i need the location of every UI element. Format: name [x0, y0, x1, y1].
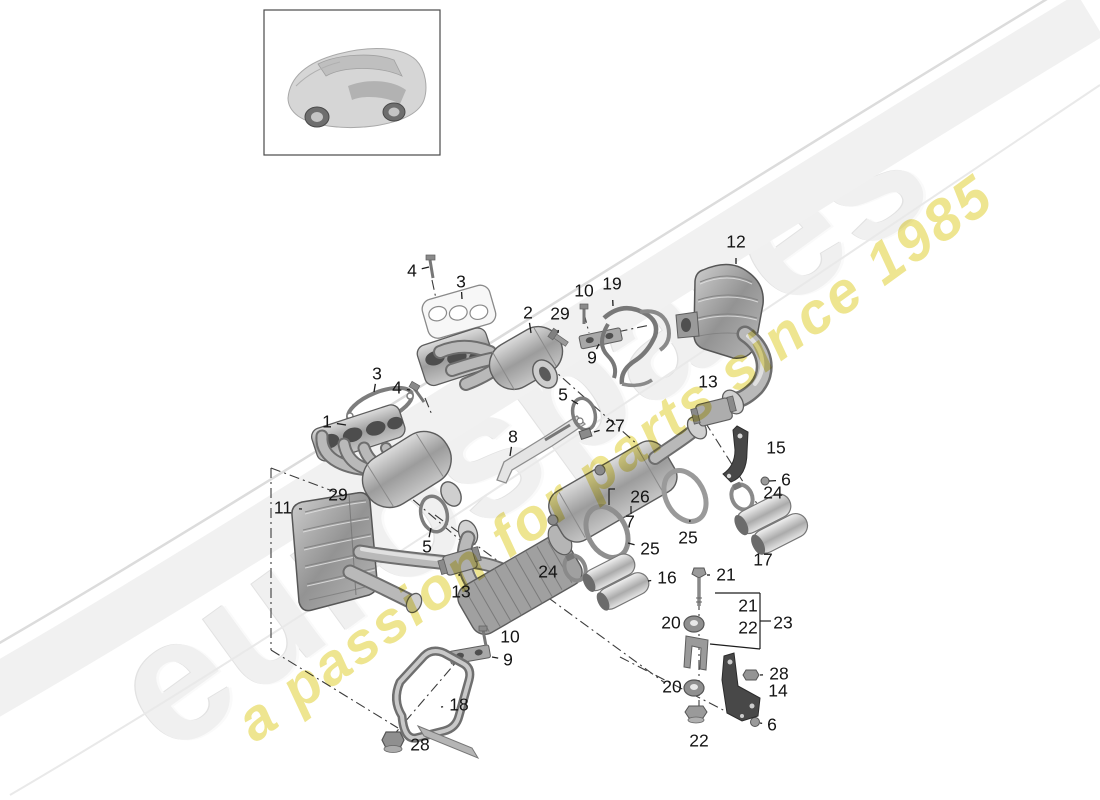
callout-17[interactable]: 17	[753, 549, 773, 570]
callout-12[interactable]: 12	[726, 231, 746, 252]
callout-4[interactable]: 4	[407, 260, 417, 281]
callout-2[interactable]: 2	[523, 302, 533, 323]
leader-lines	[298, 258, 777, 724]
callout-9[interactable]: 9	[503, 649, 513, 670]
part-manifold-cat-upper	[416, 325, 564, 391]
part-bracket-15	[722, 425, 749, 483]
callout-11[interactable]: 11	[273, 497, 293, 518]
callout-3[interactable]: 3	[456, 271, 466, 292]
part-bolt-4-upper	[425, 254, 436, 279]
part-channel-bracket	[683, 635, 709, 671]
callout-3[interactable]: 3	[372, 363, 382, 384]
part-bolt-10-upper	[579, 303, 589, 324]
leader-line-5	[428, 527, 432, 538]
part-center-silencer-assembly	[456, 416, 708, 635]
part-rubber-mount-20-lower	[683, 679, 705, 697]
part-tailpipes-16	[582, 553, 650, 611]
callout-10[interactable]: 10	[574, 280, 594, 301]
callout-group-lines	[608, 488, 771, 650]
callout-19[interactable]: 19	[602, 273, 622, 294]
part-bolt-10-lower	[478, 625, 488, 647]
callout-25[interactable]: 25	[678, 527, 698, 548]
callout-21[interactable]: 21	[716, 564, 736, 585]
callout-4[interactable]: 4	[392, 377, 402, 398]
part-gasket-plate-upper	[421, 284, 497, 339]
leader-line-27	[593, 429, 600, 433]
leader-line-25	[627, 542, 635, 546]
leader-line-8	[509, 446, 513, 457]
callout-13[interactable]: 13	[698, 371, 718, 392]
callout-29[interactable]: 29	[328, 484, 348, 505]
leader-line-16	[647, 579, 652, 582]
callout-6[interactable]: 6	[781, 469, 791, 490]
callout-9[interactable]: 9	[587, 347, 597, 368]
callout-20[interactable]: 20	[661, 612, 681, 633]
part-hanger-19	[600, 305, 671, 388]
part-bolt-21	[691, 567, 707, 606]
part-clamp-24-left	[562, 552, 588, 583]
callout-6[interactable]: 6	[767, 714, 777, 735]
leader-line-3	[373, 383, 376, 393]
leader-line-9	[491, 656, 499, 659]
part-manifold-cat-left	[310, 404, 462, 509]
callout-18[interactable]: 18	[449, 694, 469, 715]
callout-5[interactable]: 5	[422, 536, 432, 557]
car-thumbnail	[263, 9, 441, 156]
part-tailpipes-17	[734, 493, 809, 555]
leader-line-4	[421, 266, 430, 270]
part-clamp-13-right	[690, 395, 737, 427]
callout-23[interactable]: 23	[773, 612, 793, 633]
part-nut-28-right	[742, 669, 760, 681]
callout-22[interactable]: 22	[738, 617, 758, 638]
part-nut-28-left	[381, 731, 405, 753]
part-bracket-plate-8	[496, 415, 587, 484]
leader-line-9	[595, 343, 600, 350]
part-bolt-4-lower	[408, 380, 426, 403]
callout-24[interactable]: 24	[763, 482, 783, 503]
callout-14[interactable]: 14	[768, 680, 788, 701]
callout-21[interactable]: 21	[738, 595, 758, 616]
callout-15[interactable]: 15	[766, 437, 786, 458]
callout-22[interactable]: 22	[689, 730, 709, 751]
callout-5[interactable]: 5	[558, 384, 568, 405]
callout-24[interactable]: 24	[538, 561, 558, 582]
callout-13[interactable]: 13	[451, 581, 471, 602]
callout-26[interactable]: 26	[630, 486, 650, 507]
part-bolt-29-upper	[547, 327, 569, 347]
part-gasket-5-lower	[418, 494, 450, 534]
part-clamp-13-left	[437, 546, 482, 576]
callout-16[interactable]: 16	[657, 567, 677, 588]
part-rubber-mount-20-upper	[683, 615, 705, 633]
part-support-bracket-18	[392, 646, 480, 760]
callout-27[interactable]: 27	[605, 415, 625, 436]
callout-28[interactable]: 28	[410, 734, 430, 755]
callout-25[interactable]: 25	[640, 538, 660, 559]
callout-20[interactable]: 20	[662, 676, 682, 697]
part-nut-6-lower	[750, 717, 760, 727]
callout-28[interactable]: 28	[769, 663, 789, 684]
part-bracket-14	[721, 652, 761, 722]
callout-7[interactable]: 7	[625, 511, 635, 532]
part-clamp-25-right	[661, 468, 709, 524]
callout-1[interactable]: 1	[322, 411, 332, 432]
leader-line-1	[336, 422, 347, 426]
callout-29[interactable]: 29	[550, 303, 570, 324]
part-nut-22	[684, 705, 708, 724]
part-spacer-27	[578, 427, 593, 440]
leader-line-5	[571, 399, 579, 405]
callout-10[interactable]: 10	[500, 626, 520, 647]
leader-line-2	[528, 322, 532, 334]
callout-8[interactable]: 8	[508, 426, 518, 447]
